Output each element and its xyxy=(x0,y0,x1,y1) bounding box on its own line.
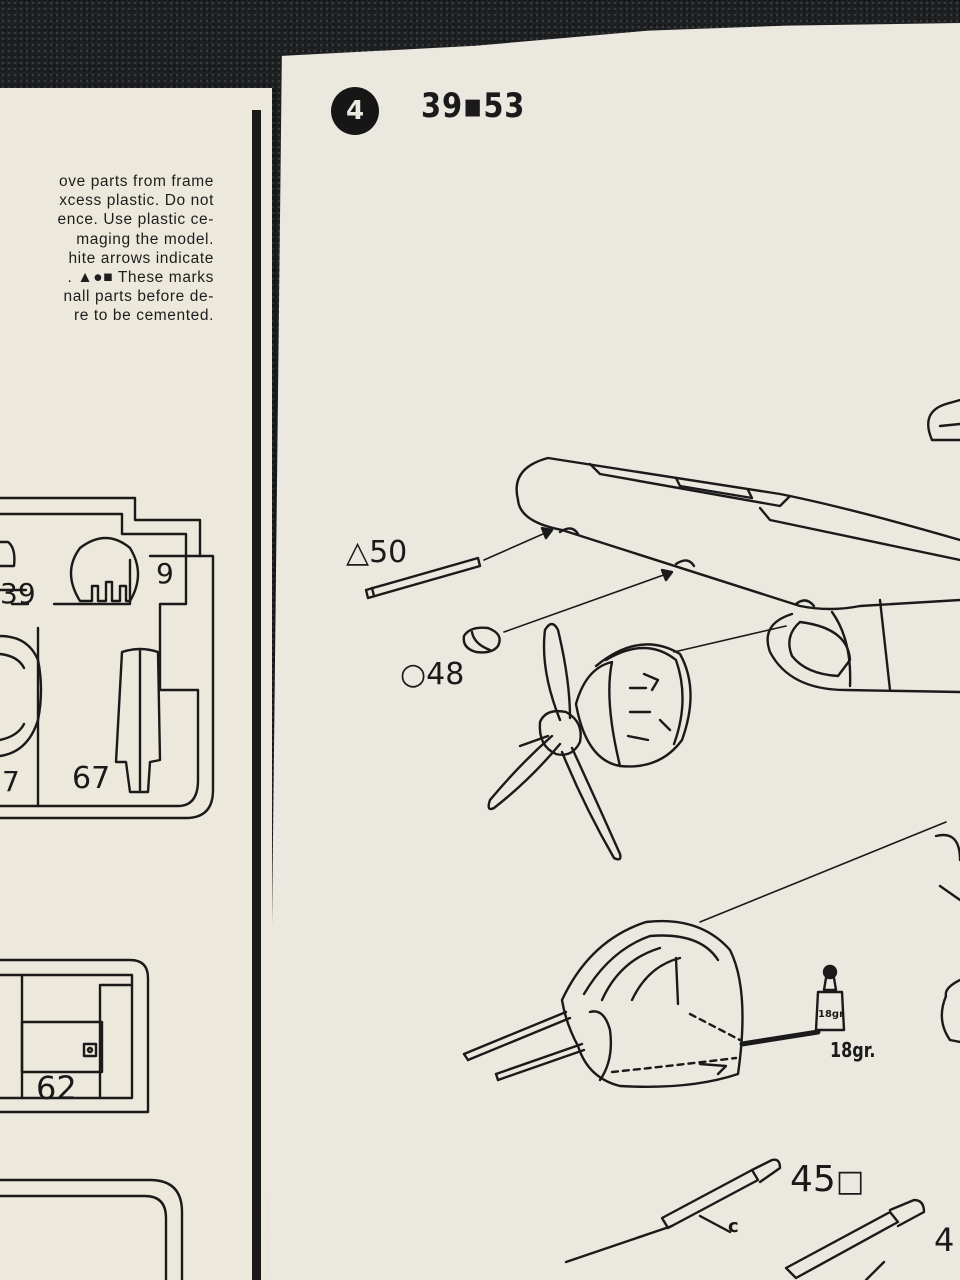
callout-part-45: 45□ xyxy=(790,1162,864,1198)
part-45-number: 45 xyxy=(790,1159,836,1200)
fuselage-edge xyxy=(934,833,960,902)
part-number-7: 7 xyxy=(2,765,20,798)
instruction-line: nall parts before de- xyxy=(63,288,214,306)
instruction-line: xcess plastic. Do not xyxy=(59,192,214,210)
left-page xyxy=(0,88,272,1280)
instruction-line: maging the model. xyxy=(76,230,214,248)
part-45-square-mark: □ xyxy=(835,1164,865,1199)
instruction-line: re to be cemented. xyxy=(73,307,214,325)
nose-cone xyxy=(462,920,821,1088)
weight-label: 18gr. xyxy=(830,1038,876,1062)
sprue-frame-lower xyxy=(0,958,184,1280)
part-9-canopy-icon xyxy=(69,536,140,603)
assembly-line xyxy=(699,821,947,923)
weight-icon xyxy=(814,964,846,1032)
instruction-text: ove parts from frame xcess plastic. Do n… xyxy=(0,172,214,326)
weight-tag: 18gr xyxy=(818,1009,845,1020)
part-number-9: 9 xyxy=(156,557,174,590)
part-number-67: 67 xyxy=(72,761,111,796)
part-4x-piece xyxy=(784,1198,926,1280)
instruction-line: hite arrows indicate xyxy=(68,249,214,267)
letter-c-label: c xyxy=(728,1216,739,1237)
step-part-range: 39▪53 xyxy=(421,86,526,126)
instruction-line: ove parts from frame xyxy=(59,173,214,190)
engine-cowling xyxy=(574,625,787,768)
wing-drawing xyxy=(515,398,960,694)
part-62-plate-icon xyxy=(20,1020,104,1074)
instruction-line: . ▲●■ These marks xyxy=(67,269,214,287)
propeller xyxy=(487,622,622,861)
part-45-piece xyxy=(564,1158,782,1264)
part-39-fragment xyxy=(0,540,16,568)
callout-part-50: △50 xyxy=(346,535,408,570)
wheel-fragment xyxy=(940,978,960,1044)
page-divider-line xyxy=(252,110,261,1280)
instruction-line: ence. Use plastic ce- xyxy=(57,211,214,229)
part-number-62: 62 xyxy=(36,1069,77,1107)
callout-part-4x: 4 xyxy=(934,1221,955,1259)
part-48-piece xyxy=(462,568,674,654)
callout-part-48: ○48 xyxy=(400,657,465,692)
step-number-badge: 4 xyxy=(331,87,379,135)
part-number-39: 39 xyxy=(0,577,36,610)
part-50-rod xyxy=(364,526,554,600)
part-67-tube-icon xyxy=(114,647,162,794)
part-7-disc-icon xyxy=(0,634,43,758)
right-page xyxy=(268,23,960,1280)
